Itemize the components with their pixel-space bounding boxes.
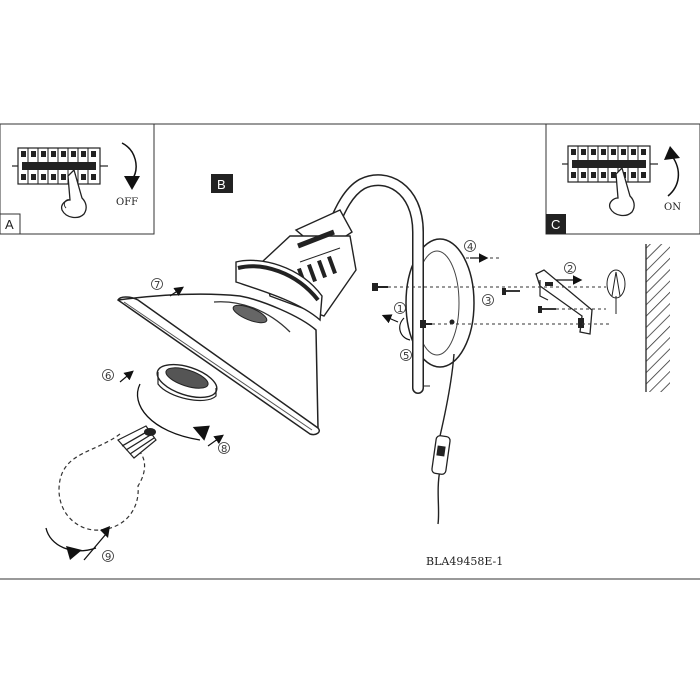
curved-arrow-icon (399, 317, 411, 341)
wall-hatch (645, 244, 670, 392)
alignment-lines (388, 257, 612, 325)
svg-text:7: 7 (154, 280, 160, 291)
screw-icon (420, 320, 432, 328)
bulb-thread (117, 425, 157, 459)
step-7-label: 7 (151, 278, 163, 291)
panel-b-letter: B (217, 177, 226, 192)
lamp-arm (328, 174, 430, 394)
svg-text:8: 8 (221, 444, 227, 455)
step-3-label: 3 (482, 294, 494, 307)
svg-text:5: 5 (403, 351, 409, 362)
svg-text:6: 6 (105, 371, 111, 382)
panel-a-letter-box (0, 213, 21, 235)
hand-icon (60, 168, 87, 219)
panel-a-letter: A (5, 217, 14, 232)
svg-text:1: 1 (397, 304, 403, 315)
screw-icon (372, 283, 388, 291)
screw-icon (538, 306, 556, 313)
hand-icon (608, 166, 635, 217)
svg-text:2: 2 (567, 264, 573, 275)
shade-ring (156, 363, 218, 402)
panel-c-letter: C (551, 217, 560, 232)
product-code: BLA49458E-1 (426, 555, 503, 568)
svg-text:9: 9 (105, 552, 111, 563)
svg-text:4: 4 (467, 242, 473, 253)
screw-icon (502, 288, 520, 295)
step-5-label: 5 (400, 349, 412, 362)
panel-c-letter-box (546, 214, 566, 234)
step-6-label: 6 (102, 369, 114, 382)
light-bulb (58, 425, 157, 531)
step-9-label: 9 (102, 550, 114, 563)
lamp-shade (117, 293, 321, 436)
curved-arrow-icon (136, 383, 210, 441)
step-1-label: 1 (394, 302, 406, 315)
panel-a: A (0, 123, 155, 235)
curved-arrow-icon (45, 526, 110, 561)
panel-c: C (545, 123, 700, 235)
breaker-panel-icon (12, 147, 108, 185)
step-4-label: 4 (464, 240, 476, 253)
power-cable (431, 353, 455, 525)
mounting-bracket (535, 269, 593, 335)
lamp-socket-housing (235, 209, 357, 322)
on-label: ON (664, 202, 681, 213)
curved-arrow-icon (664, 146, 680, 197)
step-labels: 1 2 3 4 5 6 7 8 (102, 240, 576, 563)
svg-text:3: 3 (485, 296, 491, 307)
off-label: OFF (116, 197, 138, 208)
wall-plug (606, 269, 626, 314)
breaker-panel-icon (562, 145, 658, 183)
step-2-label: 2 (564, 262, 576, 275)
curved-arrow-icon (121, 142, 140, 190)
panel-b-letter-box (211, 174, 233, 193)
step-8-label: 8 (218, 442, 230, 455)
direction-arrows (119, 253, 583, 447)
